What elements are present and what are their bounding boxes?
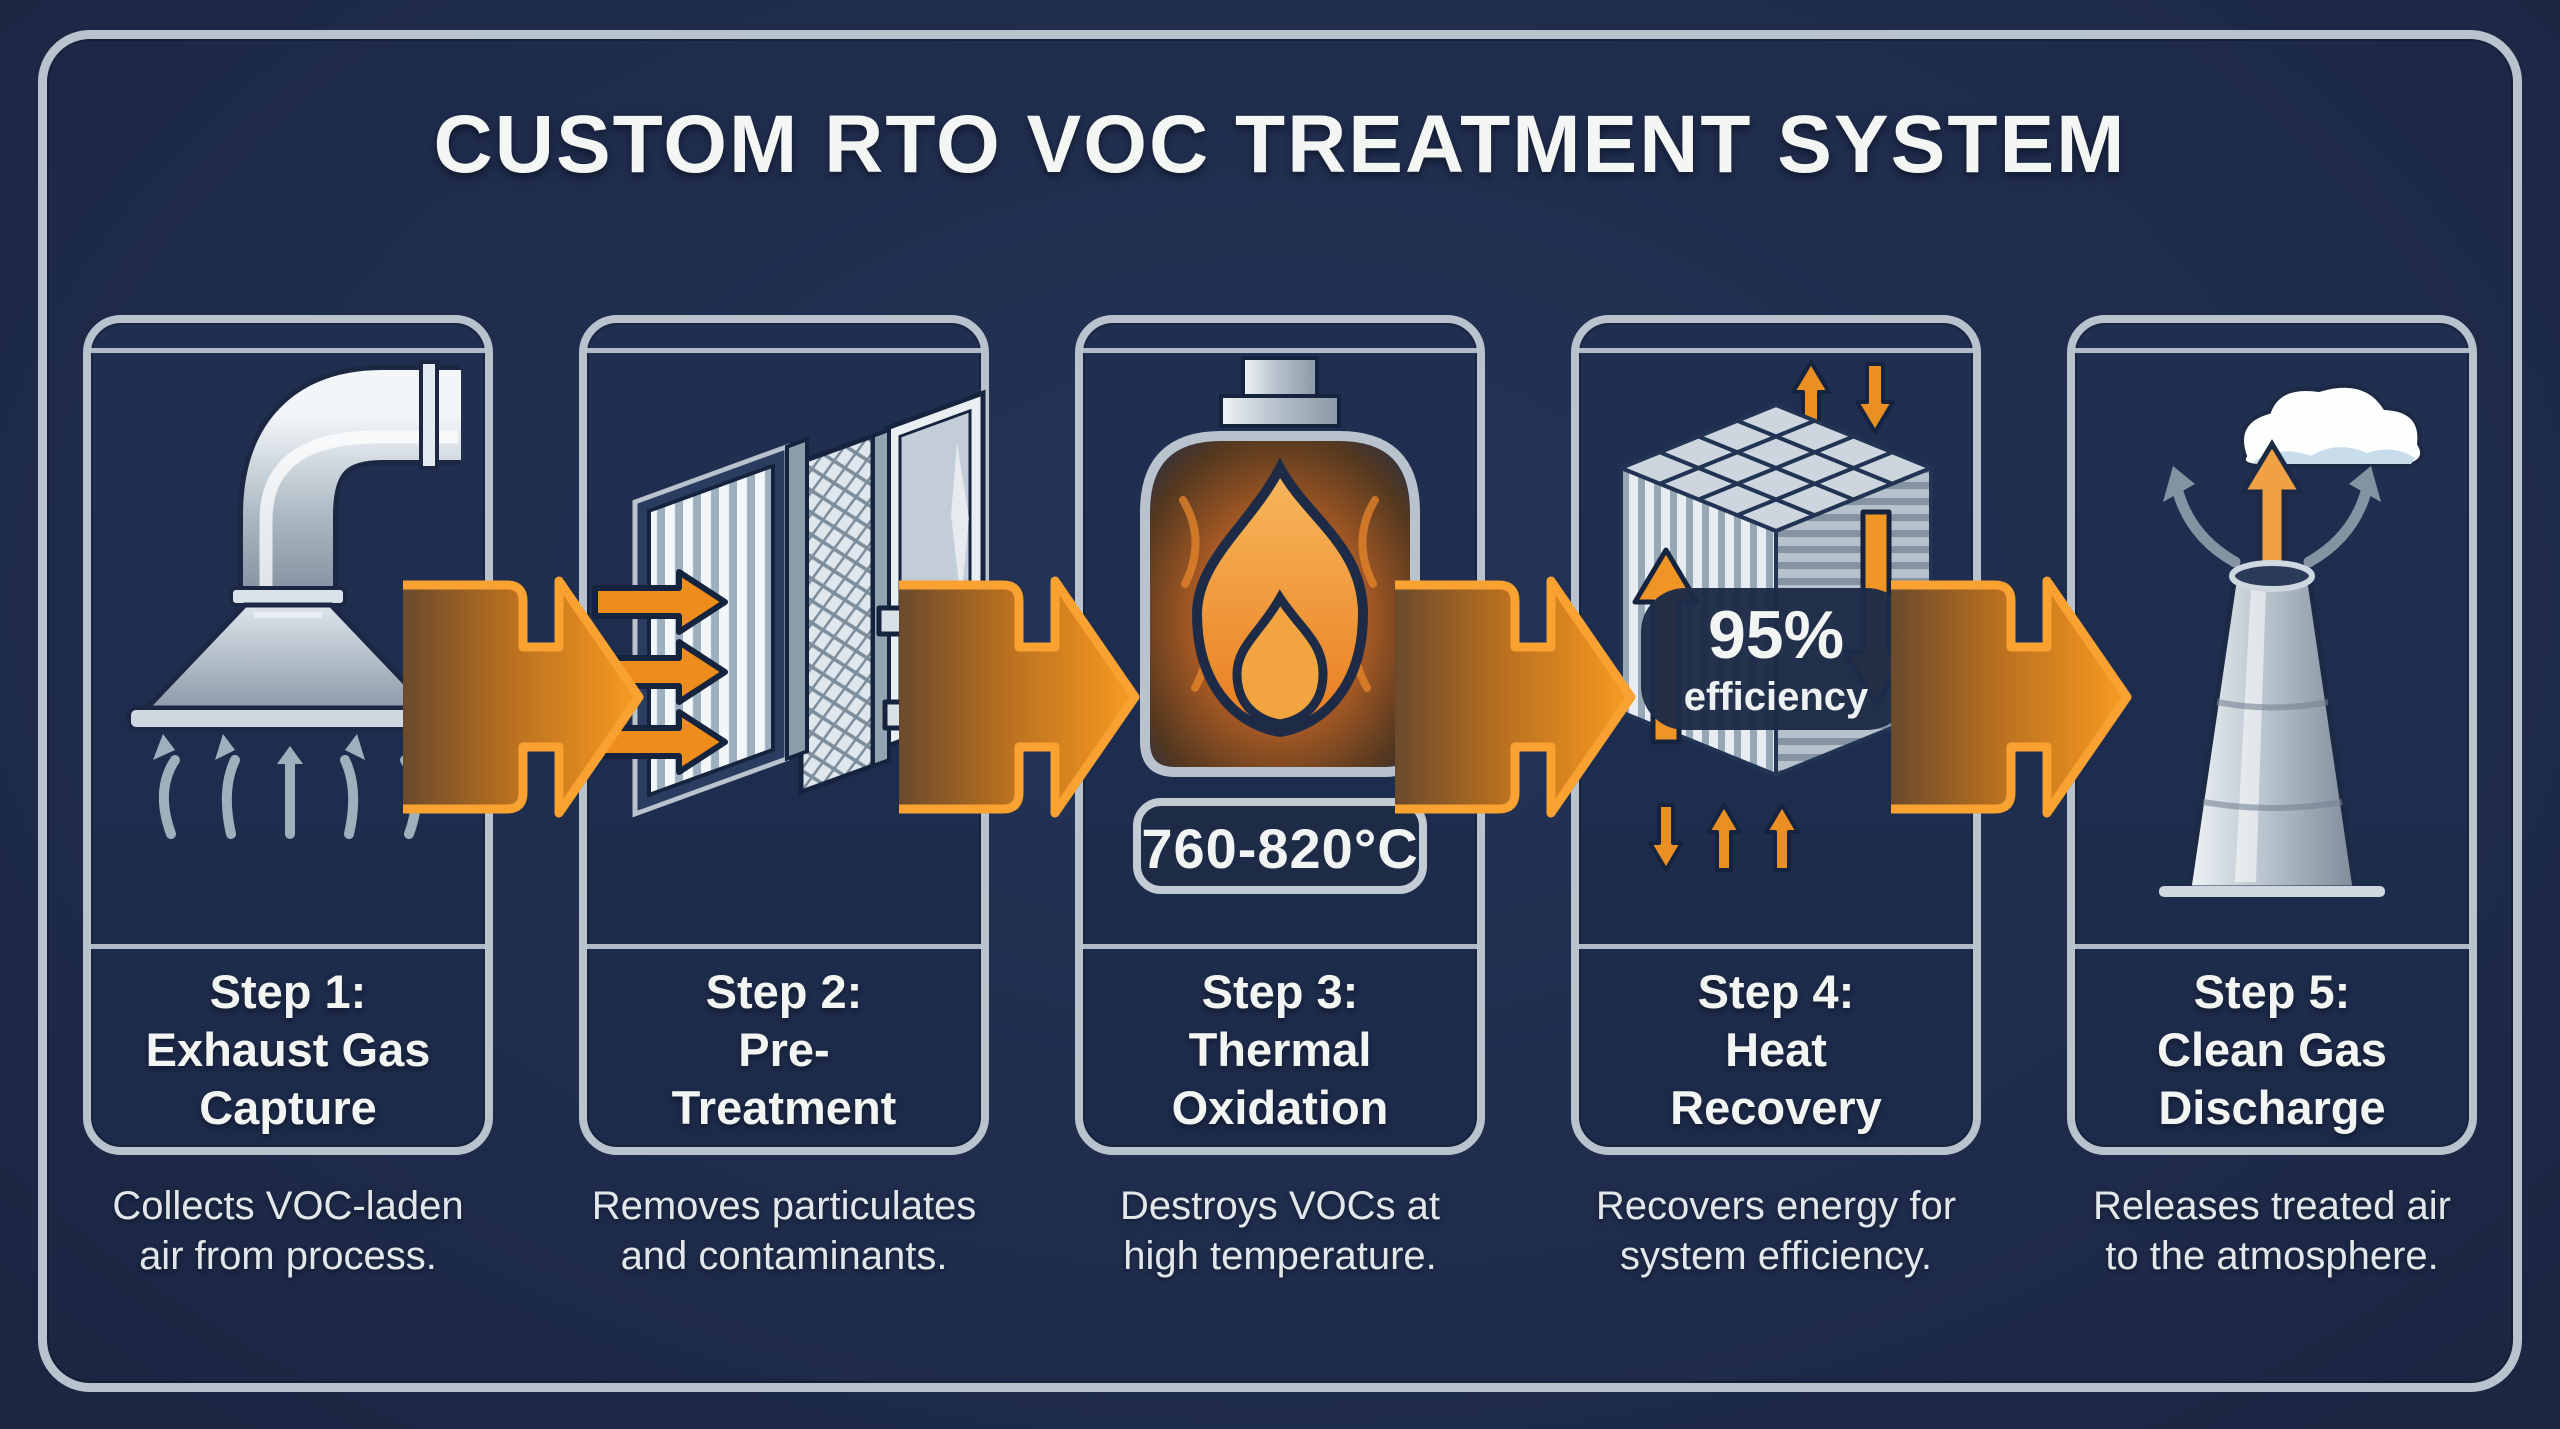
step-column-4: 95% efficiency Step 4: Heat Recovery Rec… — [1571, 315, 1981, 1281]
step-card-4: 95% efficiency Step 4: Heat Recovery — [1571, 315, 1981, 1155]
step-label: Step 4: — [1697, 965, 1855, 1018]
step-name-line1: Thermal — [1188, 1023, 1372, 1076]
step-name-line2: Capture — [199, 1081, 377, 1134]
step-name-line1: Clean Gas — [2157, 1023, 2387, 1076]
card-divider-line — [1083, 944, 1477, 949]
step-title: Step 5: Clean Gas Discharge — [2075, 963, 2469, 1137]
card-header-line — [587, 348, 981, 353]
step-name-line1: Heat — [1725, 1023, 1827, 1076]
heat-exchanger-icon: 95% efficiency — [1571, 350, 1981, 940]
step-name-line2: Oxidation — [1171, 1081, 1389, 1134]
step-column-1: Step 1: Exhaust Gas Capture Collects VOC… — [83, 315, 493, 1281]
step-label: Step 3: — [1201, 965, 1359, 1018]
step-description: Destroys VOCs at high temperature. — [1119, 1184, 1441, 1278]
flow-arrow-icon — [1891, 576, 2132, 818]
flow-arrow-icon — [403, 576, 644, 818]
step-label: Step 2: — [705, 965, 863, 1018]
efficiency-badge-label: efficiency — [1684, 675, 1869, 719]
exhaust-stack-icon — [2067, 350, 2477, 940]
step-name-line1: Pre- — [738, 1023, 830, 1076]
card-header-line — [1083, 348, 1477, 353]
flow-arrow-icon — [1395, 576, 1636, 818]
step-description: Recovers energy for system efficiency. — [1595, 1184, 1957, 1278]
step-column-5: Step 5: Clean Gas Discharge Releases tre… — [2067, 315, 2477, 1281]
step-label: Step 5: — [2193, 965, 2351, 1018]
step-description: Releases treated air to the atmosphere. — [2093, 1184, 2451, 1278]
exhaust-hood-icon — [83, 350, 493, 940]
card-divider-line — [2075, 944, 2469, 949]
flame-chamber-icon: 760-820°C — [1075, 350, 1485, 940]
step-title: Step 4: Heat Recovery — [1579, 963, 1973, 1137]
step-label: Step 1: — [209, 965, 367, 1018]
step-card-1: Step 1: Exhaust Gas Capture — [83, 315, 493, 1155]
flow-arrow-icon — [899, 576, 1140, 818]
step-title: Step 3: Thermal Oxidation — [1083, 963, 1477, 1137]
card-header-line — [91, 348, 485, 353]
page-title: CUSTOM RTO VOC TREATMENT SYSTEM — [433, 99, 2127, 190]
card-divider-line — [587, 944, 981, 949]
card-header-line — [2075, 348, 2469, 353]
cloud-icon — [2240, 383, 2424, 468]
step-title: Step 1: Exhaust Gas Capture — [91, 963, 485, 1137]
card-divider-line — [1579, 944, 1973, 949]
step-name-line1: Exhaust Gas — [145, 1023, 431, 1076]
temperature-badge: 760-820°C — [1141, 817, 1418, 880]
step-name-line2: Discharge — [2158, 1081, 2386, 1134]
step-card-5: Step 5: Clean Gas Discharge — [2067, 315, 2477, 1155]
step-description: Collects VOC-laden air from process. — [112, 1184, 464, 1278]
step-description: Removes particulates and contaminants. — [591, 1184, 977, 1278]
outer-frame — [38, 30, 2522, 1392]
step-name-line2: Recovery — [1670, 1081, 1882, 1134]
card-header-line — [1579, 348, 1973, 353]
card-divider-line — [91, 944, 485, 949]
efficiency-badge-value: 95% — [1708, 597, 1844, 673]
step-title: Step 2: Pre- Treatment — [587, 963, 981, 1137]
step-name-line2: Treatment — [671, 1081, 897, 1134]
